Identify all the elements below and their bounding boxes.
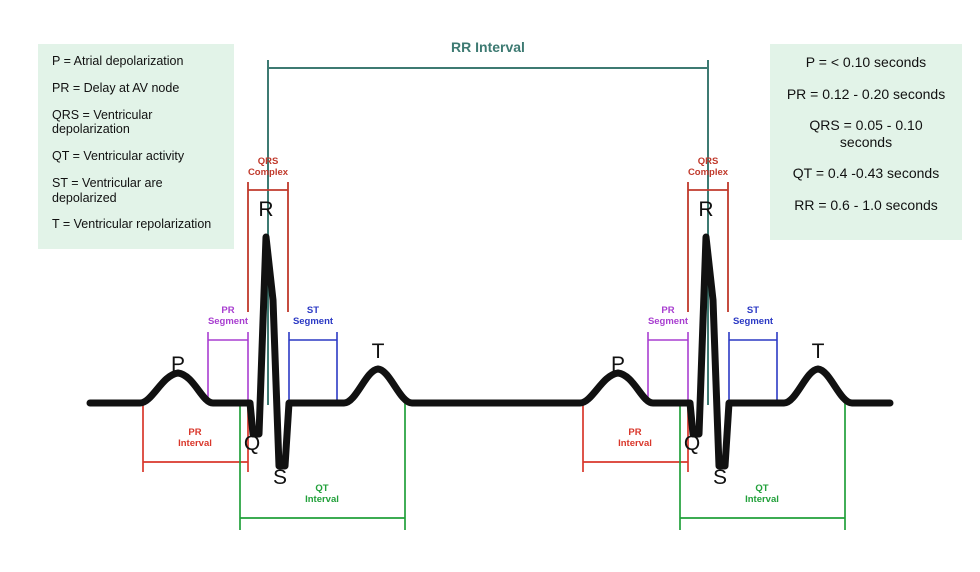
wave-letter-p-beat1: P bbox=[170, 353, 185, 376]
duration-item-qrs: QRS = 0.05 - 0.10 seconds bbox=[809, 117, 923, 150]
bracket-rr-interval bbox=[267, 60, 709, 405]
label-st-segment-beat1: ST Segment bbox=[292, 305, 334, 327]
legend-item-t: T = Ventricular repolarization bbox=[52, 217, 212, 232]
label-pr-segment-beat1: PR Segment bbox=[207, 305, 249, 327]
label-qrs-complex-beat1: QRS Complex bbox=[247, 156, 289, 178]
ecg-trace bbox=[86, 233, 894, 470]
duration-item-qt: QT = 0.4 -0.43 seconds bbox=[792, 165, 940, 182]
label-pr-interval-beat1: PR Interval bbox=[178, 427, 212, 449]
wave-letter-t-beat2: T bbox=[811, 340, 825, 363]
wave-letter-s-beat2: S bbox=[712, 466, 727, 489]
duration-item-rr: RR = 0.6 - 1.0 seconds bbox=[794, 196, 938, 213]
wave-letter-r-beat2: R bbox=[698, 198, 714, 221]
definitions-legend: P = Atrial depolarization PR = Delay at … bbox=[38, 44, 234, 249]
bracket-qrs-complex-beat2 bbox=[687, 182, 729, 312]
legend-item-qrs: QRS = Ventricular depolarization bbox=[52, 107, 153, 137]
bracket-st-segment-beat1 bbox=[288, 332, 338, 404]
label-qt-interval-beat2: QT Interval bbox=[745, 483, 779, 505]
label-pr-segment-beat2: PR Segment bbox=[647, 305, 689, 327]
bracket-qt-interval-beat1 bbox=[239, 403, 406, 530]
label-st-segment-beat2: ST Segment bbox=[732, 305, 774, 327]
bracket-pr-segment-beat2 bbox=[647, 332, 689, 404]
durations-legend: P = < 0.10 seconds PR = 0.12 - 0.20 seco… bbox=[770, 44, 962, 240]
legend-item-p: P = Atrial depolarization bbox=[52, 54, 184, 68]
duration-item-p: P = < 0.10 seconds bbox=[805, 54, 927, 70]
label-rr-interval: RR Interval bbox=[451, 39, 525, 55]
wave-letter-s-beat1: S bbox=[272, 466, 287, 489]
bracket-qt-interval-beat2 bbox=[679, 403, 846, 530]
wave-letter-t-beat1: T bbox=[371, 340, 385, 363]
wave-letter-p-beat2: P bbox=[610, 353, 625, 376]
label-qrs-complex-beat2: QRS Complex bbox=[687, 156, 729, 178]
legend-item-st: ST = Ventricular are depolarized bbox=[52, 175, 163, 205]
legend-item-pr: PR = Delay at AV node bbox=[52, 80, 180, 95]
bracket-pr-segment-beat1 bbox=[207, 332, 249, 404]
label-pr-interval-beat2: PR Interval bbox=[618, 427, 652, 449]
duration-item-pr: PR = 0.12 - 0.20 seconds bbox=[786, 85, 946, 102]
label-qt-interval-beat1: QT Interval bbox=[305, 483, 339, 505]
wave-letter-q-beat2: Q bbox=[683, 432, 701, 455]
legend-item-qt: QT = Ventricular activity bbox=[52, 149, 185, 163]
bracket-st-segment-beat2 bbox=[728, 332, 778, 404]
bracket-qrs-complex-beat1 bbox=[247, 182, 289, 312]
wave-letter-r-beat1: R bbox=[258, 198, 274, 221]
wave-letter-q-beat1: Q bbox=[243, 432, 261, 455]
